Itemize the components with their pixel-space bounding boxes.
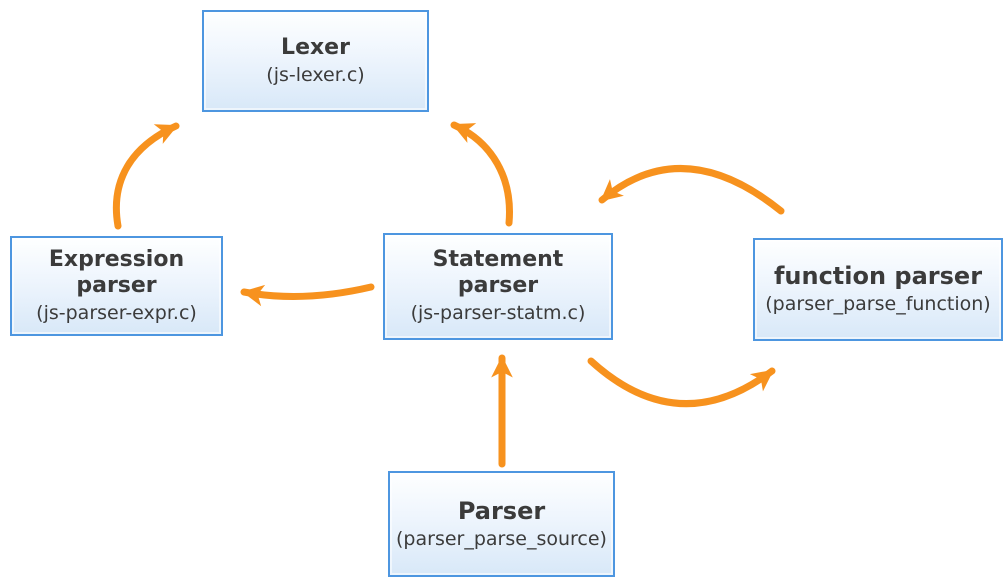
node-function-parser-title: function parser	[773, 262, 983, 290]
edge-statement-to-function-arrow	[587, 357, 776, 408]
node-expression-parser: Expression parser (js-parser-expr.c)	[10, 236, 223, 336]
edge-function-to-statement-arrow	[598, 165, 785, 215]
node-statement-parser-subtitle: (js-parser-statm.c)	[410, 302, 586, 325]
node-parser-title: Parser	[457, 496, 546, 525]
node-statement-parser-title: Statement parser	[432, 247, 564, 299]
node-parser: Parser (parser_parse_source)	[388, 471, 615, 577]
edge-statement-to-expression-arrow	[240, 283, 375, 307]
node-parser-subtitle: (parser_parse_source)	[396, 527, 607, 550]
edge-expression-to-lexer-arrow	[112, 122, 180, 230]
node-function-parser-subtitle: (parser_parse_function)	[765, 293, 991, 316]
node-expression-parser-subtitle: (js-parser-expr.c)	[36, 301, 197, 324]
node-function-parser: function parser (parser_parse_function)	[753, 238, 1003, 341]
node-lexer-subtitle: (js-lexer.c)	[266, 63, 365, 86]
node-lexer: Lexer (js-lexer.c)	[202, 10, 429, 112]
node-lexer-title: Lexer	[281, 34, 350, 60]
node-statement-parser: Statement parser (js-parser-statm.c)	[383, 233, 613, 340]
edge-statement-to-lexer-arrow	[450, 121, 513, 227]
node-expression-parser-title: Expression parser	[48, 246, 185, 298]
